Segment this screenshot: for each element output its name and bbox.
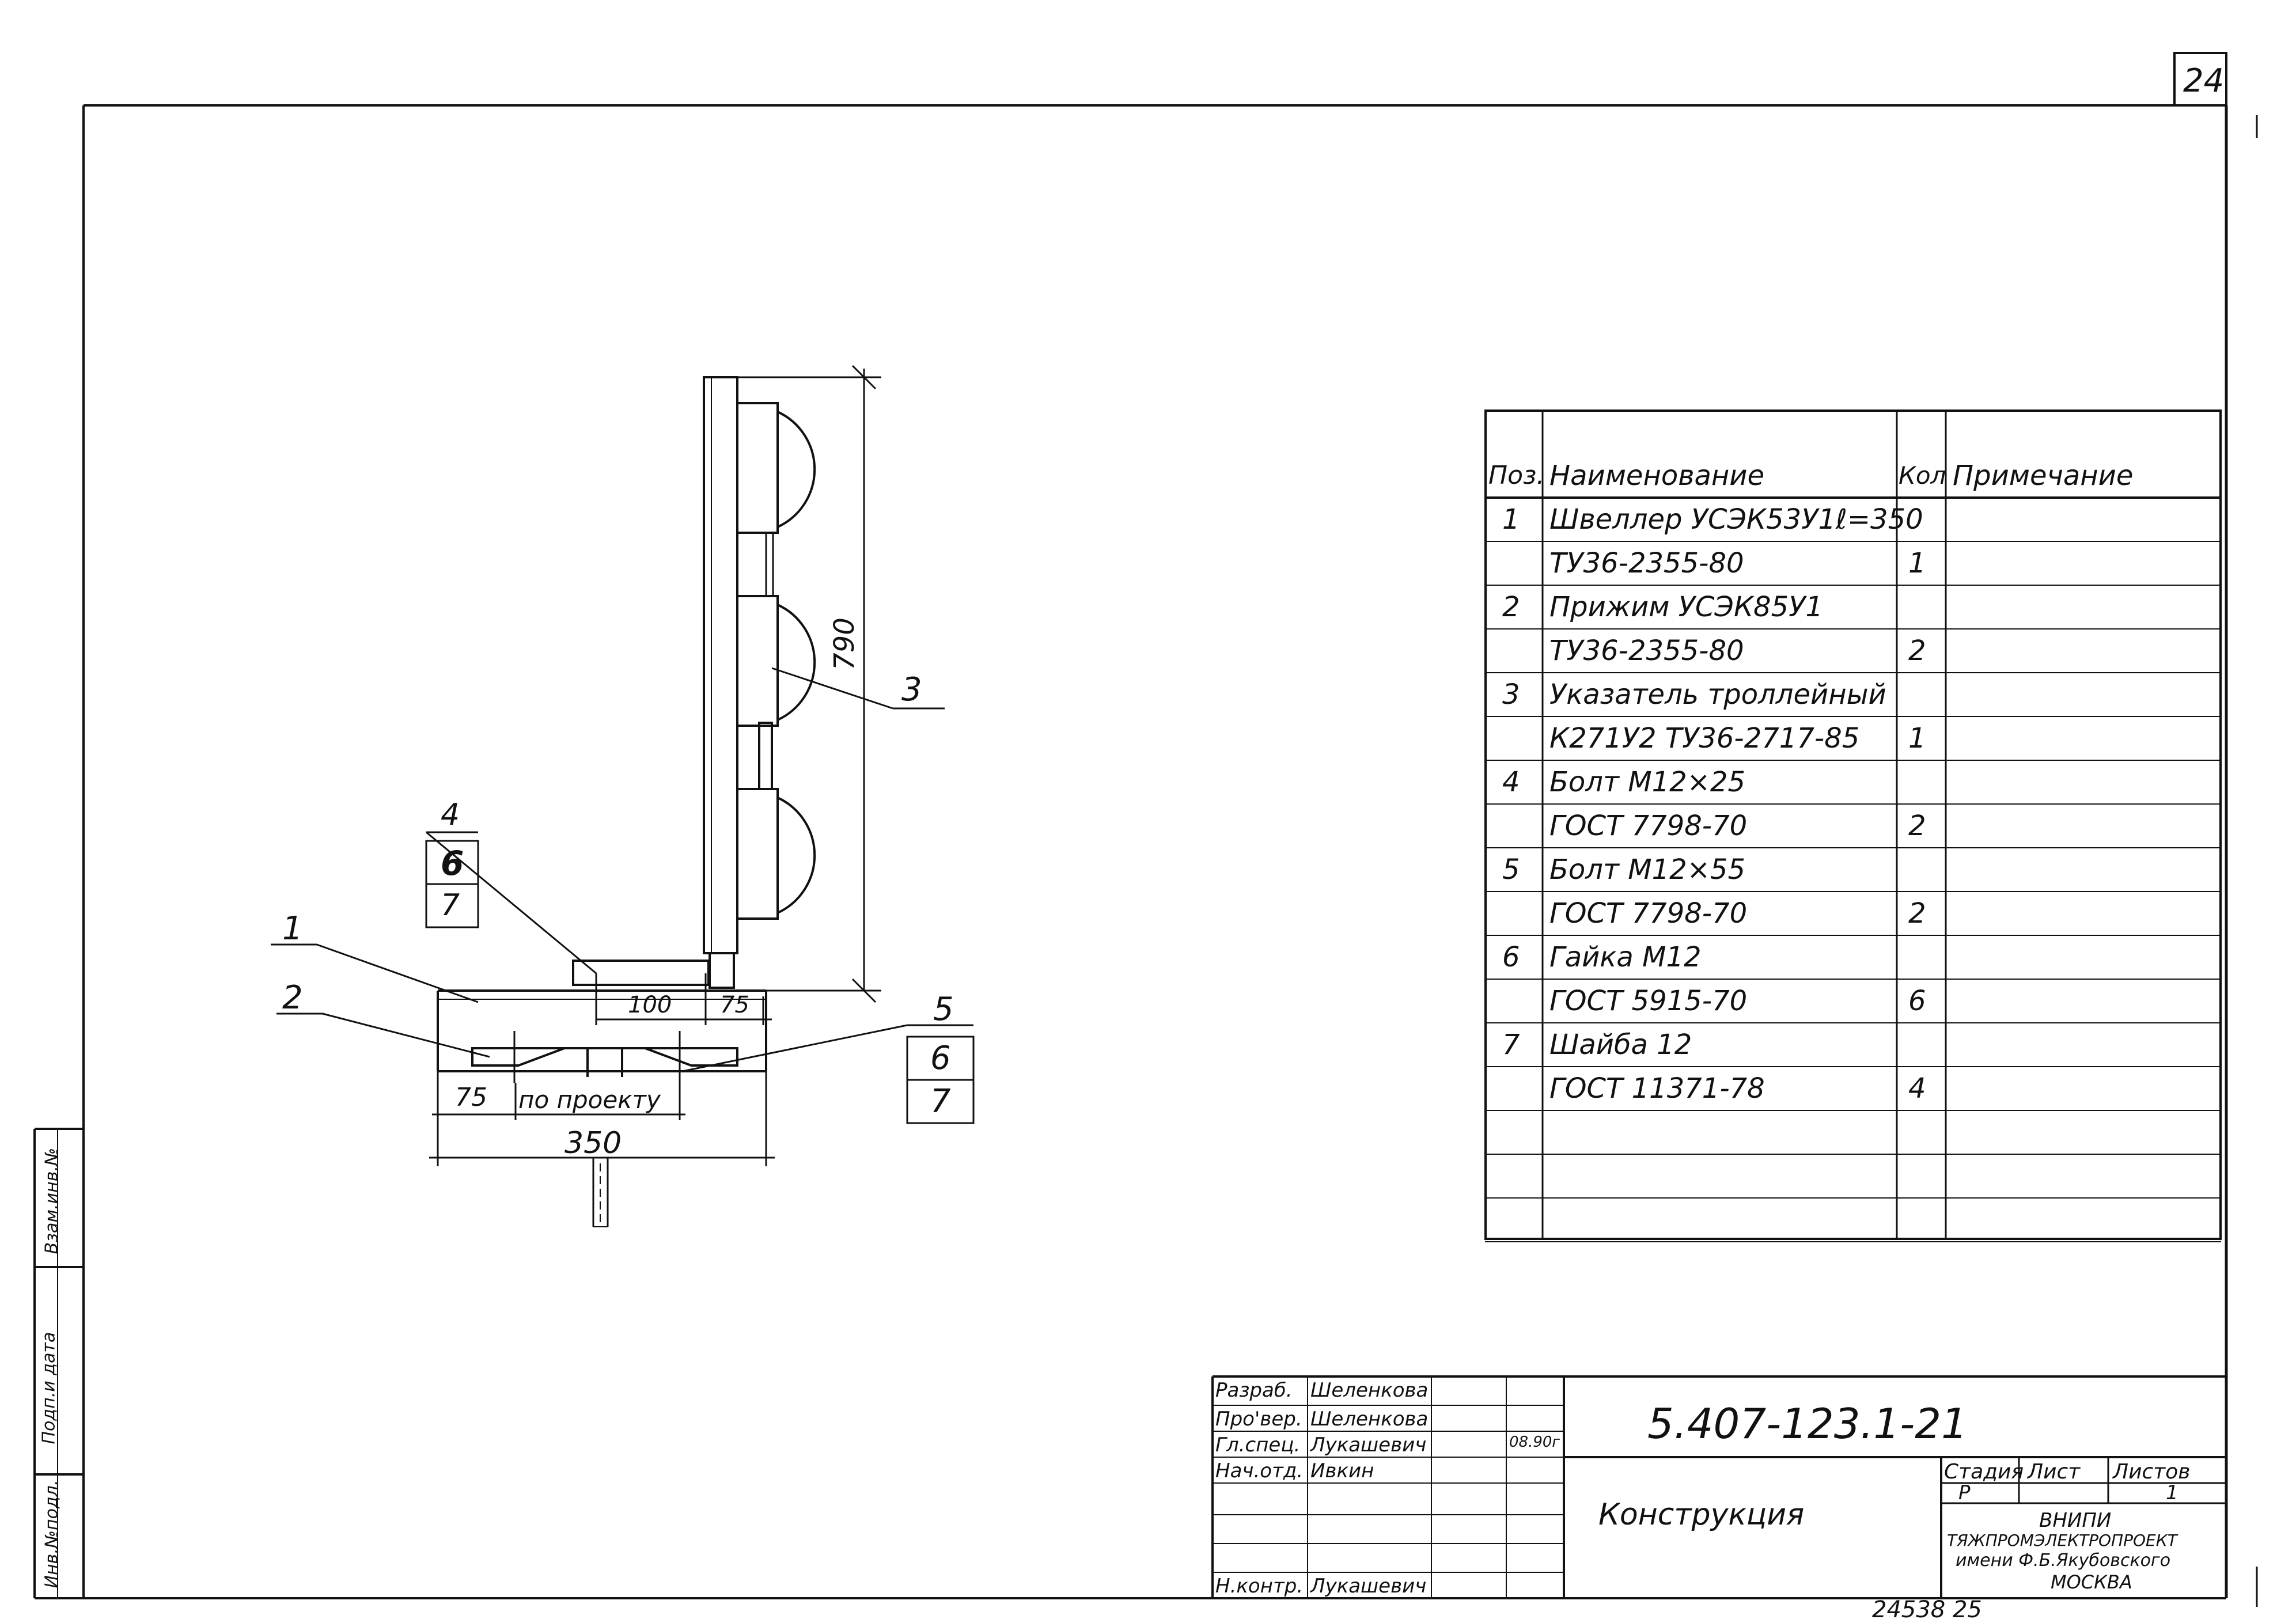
org-line-1: ВНИПИ (2039, 1509, 2112, 1532)
dim-po-proektu: по проекту (518, 1086, 661, 1114)
sheet-number: 24 (2183, 62, 2225, 100)
callout-3: 3 (901, 671, 922, 708)
spec-cell-qty: 6 (1908, 985, 1926, 1017)
dim-100: 100 (628, 992, 672, 1018)
spec-cell-name: Болт М12×25 (1549, 766, 1745, 798)
spec-cell-name: К271У2 ТУ36-2717-85 (1549, 722, 1860, 754)
spec-cell-qty: 1 (1908, 722, 1926, 754)
spec-cell-pos: 6 (1502, 941, 1520, 973)
spec-cell-pos: 2 (1502, 591, 1520, 623)
callout-leaders (271, 667, 975, 1124)
spec-cell-pos: 4 (1502, 766, 1520, 798)
callout-4-box-a: 6 (441, 844, 464, 883)
tb-role: Гл.спец. (1215, 1434, 1301, 1457)
tb-name: Шеленкова (1310, 1379, 1429, 1402)
tb-role: Нач.отд. (1215, 1459, 1304, 1482)
tb-name: Ивкин (1310, 1459, 1374, 1482)
sheets-label: Листов (2113, 1460, 2191, 1484)
header-name: Наименование (1549, 460, 1765, 492)
spec-cell-pos: 1 (1502, 503, 1520, 536)
dim-350: 350 (564, 1126, 622, 1161)
org-line-4: МОСКВА (2051, 1571, 2132, 1593)
tb-date: 08.90г (1509, 1434, 1560, 1451)
tb-role: Н.контр. (1215, 1575, 1304, 1598)
spec-cell-name: ТУ36-2355-80 (1549, 635, 1744, 667)
spec-cell-pos: 7 (1502, 1029, 1520, 1061)
spec-cell-name: Швеллер УСЭК53У1ℓ=350 (1549, 503, 1923, 536)
doc-code: 5.407-123.1-21 (1647, 1400, 1968, 1448)
footer-number: 24538 25 (1872, 1597, 1982, 1623)
spec-grid (1484, 409, 2222, 1242)
tb-name: Лукашевич (1310, 1575, 1427, 1598)
spec-cell-name: Болт М12×55 (1549, 854, 1745, 886)
callout-4-box-b: 7 (441, 888, 460, 923)
spec-cell-name: ГОСТ 11371-78 (1549, 1072, 1765, 1105)
spec-cell-name: Шайба 12 (1549, 1029, 1692, 1061)
trolley-indicator (703, 376, 816, 989)
sheet-frame (33, 52, 2258, 1607)
doc-title: Конструкция (1598, 1497, 1805, 1532)
tb-name: Лукашевич (1310, 1434, 1427, 1457)
spec-cell-qty: 2 (1908, 897, 1926, 930)
dim-75-top: 75 (720, 992, 749, 1018)
dimensions (429, 365, 881, 1166)
org-line-3: имени Ф.Б.Якубовского (1956, 1550, 2171, 1571)
spec-cell-qty: 4 (1908, 1072, 1926, 1105)
spec-cell-pos: 5 (1502, 854, 1520, 886)
specification-table: Поз. Наименование Кол Примечание 1 Швелле… (1484, 409, 2222, 1242)
spec-cell-name: Гайка М12 (1549, 941, 1702, 973)
callout-4: 4 (441, 798, 460, 832)
header-qty: Кол (1899, 461, 1946, 490)
header-pos: Поз. (1488, 461, 1545, 490)
spec-cell-pos: 3 (1502, 678, 1520, 711)
spec-cell-qty: 2 (1908, 810, 1926, 842)
callout-5-box-b: 7 (930, 1083, 951, 1120)
spec-cell-name: ГОСТ 5915-70 (1549, 985, 1748, 1017)
sheets-value: 1 (2166, 1481, 2178, 1504)
spec-cell-name: Указатель троллейный (1549, 678, 1886, 711)
tb-name: Шеленкова (1310, 1408, 1429, 1431)
spec-cell-qty: 1 (1908, 547, 1926, 579)
mounting-base (437, 960, 767, 1227)
spec-cell-name: Прижим УСЭК85У1 (1549, 591, 1823, 623)
tb-role: Про'вер. (1215, 1408, 1302, 1431)
stage-label: Стадия (1944, 1460, 2024, 1484)
callout-1: 1 (282, 910, 303, 947)
spec-cell-qty: 2 (1908, 635, 1926, 667)
stage-value: Р (1958, 1481, 1971, 1504)
org-line-2: ТЯЖПРОМЭЛЕКТРОПРОЕКТ (1947, 1531, 2177, 1550)
spec-cell-name: ГОСТ 7798-70 (1549, 897, 1748, 930)
callout-2: 2 (282, 979, 303, 1017)
header-note: Примечание (1953, 460, 2134, 492)
dim-75-left: 75 (455, 1083, 487, 1112)
spec-cell-name: ГОСТ 7798-70 (1549, 810, 1748, 842)
sheet-label: Лист (2028, 1460, 2081, 1484)
spec-cell-name: ТУ36-2355-80 (1549, 547, 1744, 579)
callout-5-box-a: 6 (930, 1040, 951, 1077)
tb-role: Разраб. (1215, 1379, 1293, 1402)
callout-5: 5 (933, 991, 954, 1028)
